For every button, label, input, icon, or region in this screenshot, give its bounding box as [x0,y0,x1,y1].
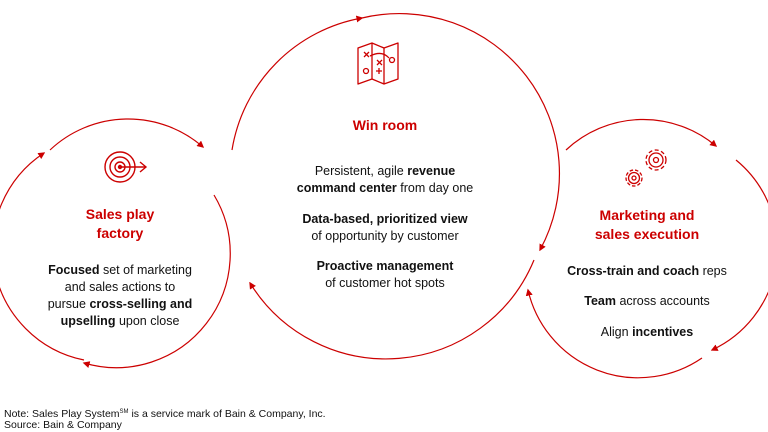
right-item3-pre: Align [600,325,633,339]
right-item-3: Align incentives [547,324,747,341]
strategy-map-icon [357,42,399,85]
right-item-1: Cross-train and coach reps [547,263,747,280]
left-circle-arc-top [49,118,205,151]
center-p2-line2: of opportunity by customer [311,229,459,243]
gears-icon [625,149,667,187]
left-line3-pre: pursue [47,297,90,311]
left-circle-arc-right [82,194,231,369]
center-title: Win room [352,117,418,133]
right-circle-arc-bottom [525,288,703,379]
center-p2-line1-bold: Data-based, prioritized view [302,212,468,226]
footnote-source: Source: Bain & Company [4,419,122,431]
right-item3-bold: incentives [632,325,694,339]
center-paragraph-2: Data-based, prioritized view of opportun… [270,211,500,245]
center-p1-line1-bold: revenue [407,164,456,178]
left-title-line1: Sales play [85,206,155,222]
center-p1-line2-rest: from day one [396,181,474,195]
right-item1-rest: reps [699,264,727,278]
center-p1-line1-pre: Persistent, agile [314,164,408,178]
center-circle-arc-bottom [249,259,535,360]
left-line4-rest: upon close [115,314,180,328]
right-circle-arc-right [710,159,768,351]
right-circle-arc-top [565,118,718,151]
right-title-line1: Marketing and [599,207,695,223]
right-title-line2: sales execution [594,226,700,242]
center-circle-arc-top [231,15,364,151]
service-mark: SM [119,409,129,415]
footnote-note-post: is a service mark of Bain & Company, Inc… [128,408,326,420]
left-line1-bold: Focused [48,263,100,277]
left-line2: and sales actions to [64,280,176,294]
footnote-note: Note: Sales Play SystemSM is a service m… [4,406,326,421]
left-title: Sales play factory [45,205,195,243]
center-p3-line1-bold: Proactive management [316,259,454,273]
left-line3-bold: cross-selling and [89,297,193,311]
center-p1-line2-bold: command center [296,181,397,195]
right-title: Marketing and sales execution [562,206,732,244]
center-p3-line2: of customer hot spots [325,276,445,290]
left-line4-bold: upselling [60,314,116,328]
center-circle-arc-right [361,13,560,252]
left-title-line2: factory [96,225,144,241]
target-icon [104,151,148,183]
right-item1-bold: Cross-train and coach [567,264,700,278]
footnote-note-pre: Note: Sales Play System [4,408,120,420]
right-item2-rest: across accounts [615,294,710,308]
center-paragraph-3: Proactive management of customer hot spo… [270,258,500,292]
left-line1-rest: set of marketing [99,263,192,277]
right-item2-bold: Team [584,294,616,308]
right-item-2: Team across accounts [547,293,747,310]
center-paragraph-1: Persistent, agile revenue command center… [270,163,500,197]
left-circle-arc-left [0,152,85,361]
left-description: Focused set of marketing and sales actio… [30,262,210,330]
